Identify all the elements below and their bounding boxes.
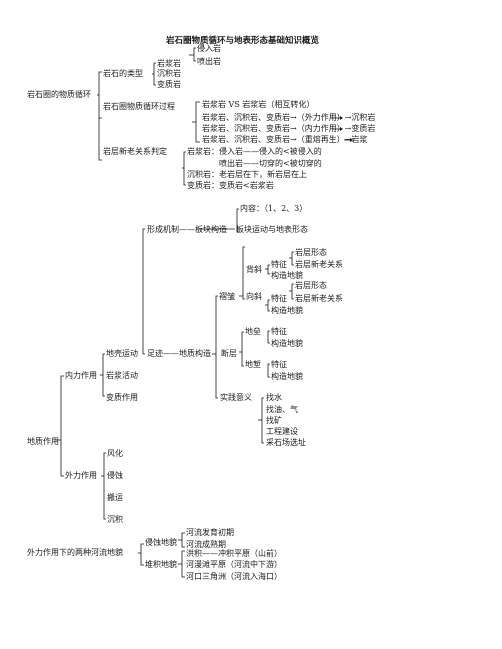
internal-force-label: 内力作用 <box>65 371 97 380</box>
fault-label: 断层 <box>221 349 237 358</box>
metamorphism-label: 变质作用 <box>106 393 138 402</box>
practice-item-3: 找矿 <box>266 416 282 425</box>
anticline-feature-label: 特征 <box>271 260 287 269</box>
syncline-feature-label: 特征 <box>271 294 287 303</box>
anticline-layer-age: 岩层新老关系 <box>295 260 343 269</box>
horst-landform: 构造地貌 <box>271 339 303 348</box>
age-relation-label: 岩层新老关系判定 <box>103 147 167 156</box>
erosion-landform-label: 侵蚀地貌 <box>145 538 177 547</box>
structure-label: 足迹——地质构造 <box>147 349 211 358</box>
river-landform-root: 外力作用下的两种河流地貌 <box>27 548 123 557</box>
graben-landform: 构造地貌 <box>271 372 303 381</box>
graben-feature-label: 特征 <box>271 360 287 369</box>
horst-feature-label: 特征 <box>271 327 287 336</box>
magma-activity-label: 岩浆活动 <box>106 371 138 380</box>
cycle-line-1: 岩浆岩 VS 岩浆岩（相互转化） <box>202 100 315 109</box>
external-item-3: 搬运 <box>107 493 123 502</box>
content-label: 内容：（1、2、3） <box>240 204 308 213</box>
geological-process-root: 地质作用 <box>27 437 59 446</box>
external-item-4: 沉积 <box>107 515 123 524</box>
age-line-4: 变质岩：变质岩<岩浆岩 <box>187 181 274 190</box>
practice-item-1: 找水 <box>266 393 282 402</box>
magma-rock-label: 岩浆岩 <box>157 59 181 68</box>
external-item-2: 侵蚀 <box>107 471 123 480</box>
mechanism-label: 形成机制——板块构造 <box>147 225 227 234</box>
practice-label: 实践意义 <box>220 393 252 402</box>
practice-item-2: 找油、气 <box>266 405 298 414</box>
practice-item-4: 工程建设 <box>266 427 298 436</box>
anticline-label: 背斜 <box>246 265 262 274</box>
sedimentary-rock-label: 沉积岩 <box>157 69 181 78</box>
syncline-landform: 构造地貌 <box>271 306 303 315</box>
external-force-label: 外力作用 <box>65 471 97 480</box>
anticline-layer-shape: 岩层形态 <box>295 248 327 257</box>
deposit-item-2: 河漫滩平原（河流中下游） <box>186 560 282 569</box>
page-title: 岩石圈物质循环与地表形态基础知识概览 <box>166 36 320 46</box>
external-item-1: 风化 <box>107 449 123 458</box>
cycle-line-4: 岩浆岩、沉积岩、变质岩→（重熔再生）→岩浆 <box>202 135 368 144</box>
intrusive-rock-label: 侵入岩 <box>197 44 221 53</box>
syncline-layer-age: 岩层新老关系 <box>295 294 343 303</box>
erosion-item-2: 河流成熟期 <box>186 540 226 549</box>
crustal-movement-label: 地壳运动 <box>106 349 138 358</box>
age-line-1: 岩浆岩：侵入岩——侵入的<被侵入的 <box>187 147 322 156</box>
rock-cycle-root: 岩石圈的物质循环 <box>27 90 91 99</box>
practice-item-5: 采石场选址 <box>266 438 306 447</box>
syncline-label: 向斜 <box>246 292 262 301</box>
cycle-process-label: 岩石圈物质循环过程 <box>103 102 175 111</box>
fold-label: 褶皱 <box>219 292 235 301</box>
deposit-item-3: 河口三角洲（河流入海口） <box>186 572 282 581</box>
erosion-item-1: 河流发育初期 <box>186 528 234 537</box>
plate-motion-label: 板块运动与地表形态 <box>236 225 308 234</box>
anticline-landform: 构造地貌 <box>271 271 303 280</box>
extrusive-rock-label: 喷出岩 <box>197 57 221 66</box>
rock-types-label: 岩石的类型 <box>103 69 143 78</box>
syncline-layer-shape: 岩层形态 <box>295 281 327 290</box>
metamorphic-rock-label: 变质岩 <box>157 80 181 89</box>
cycle-line-2: 岩浆岩、沉积岩、变质岩→（外力作用）→沉积岩 <box>202 113 376 122</box>
age-line-2: 喷出岩——切穿的<被切穿的 <box>219 159 322 168</box>
graben-label: 地堑 <box>245 360 261 369</box>
age-line-3: 沉积岩：老岩层在下，新岩层在上 <box>187 170 307 179</box>
deposit-landform-label: 堆积地貌 <box>145 560 177 569</box>
deposit-item-1: 洪积——冲积平原（山前） <box>186 549 282 558</box>
horst-label: 地垒 <box>245 327 261 336</box>
cycle-line-3: 岩浆岩、沉积岩、变质岩→（内力作用）→变质岩 <box>202 124 376 133</box>
